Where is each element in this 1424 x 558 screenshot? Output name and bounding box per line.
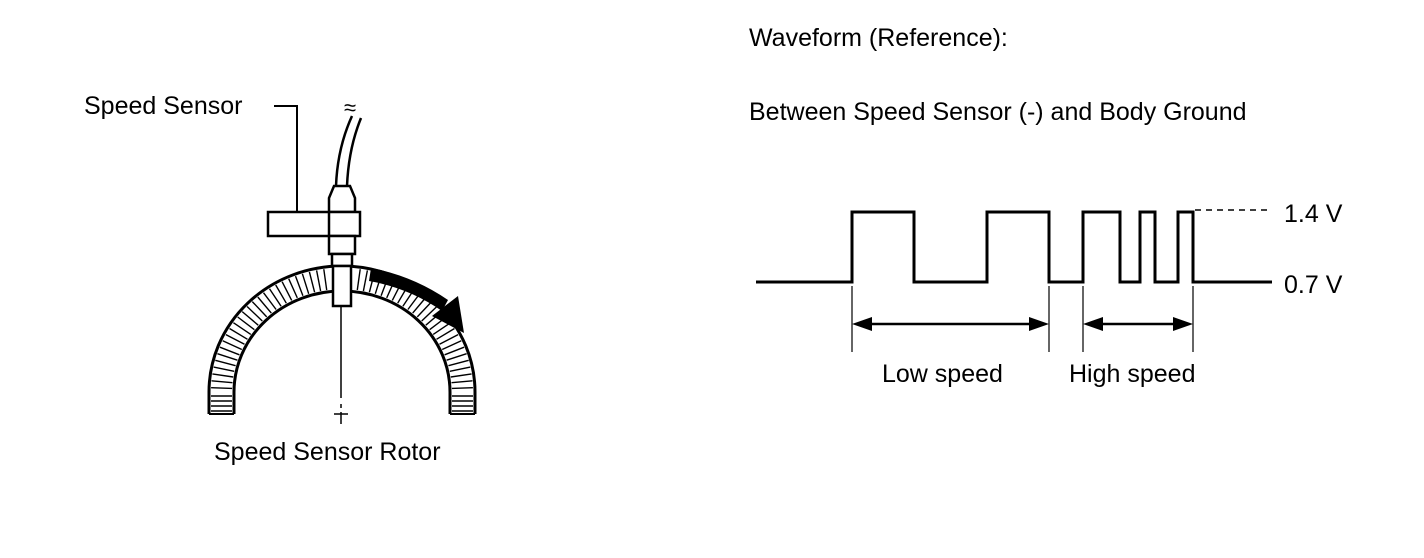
rotor-tooth [444, 346, 465, 356]
rotor-tooth [281, 281, 293, 301]
rotor-tooth [288, 278, 298, 299]
rotor-tooth [211, 380, 233, 384]
rotor-tooth [439, 333, 459, 345]
rotor-tooth [268, 288, 282, 307]
rotor-tooth [432, 322, 451, 335]
rotor-tooth [421, 305, 438, 322]
rotor-tooth [241, 311, 259, 326]
period-extension-lines [851, 286, 1194, 352]
high-speed-label: High speed [1069, 360, 1196, 388]
rotor-tooth [233, 322, 252, 335]
rotor-tooth [219, 346, 240, 356]
cable-break-symbol: ≈ [344, 95, 357, 120]
rotor-tooth [213, 366, 235, 372]
rotor-tooth [451, 380, 473, 384]
rotor-label: Speed Sensor Rotor [214, 438, 441, 466]
rotor-tooth [448, 359, 469, 367]
rotor-tooth [446, 353, 467, 361]
low-speed-span-arrow [852, 317, 1049, 331]
measurement-description: Between Speed Sensor (-) and Body Ground [749, 98, 1247, 126]
rotor-tooth [362, 270, 369, 292]
rotor-tooth [441, 340, 462, 351]
sensor-leader-line [274, 105, 298, 212]
rotor-tooth [275, 284, 287, 304]
rotor-tooth [257, 296, 272, 314]
high-speed-span-arrow [1083, 317, 1193, 331]
rotor-tooth [229, 327, 248, 340]
rotor-tooth [251, 301, 268, 318]
speed-sensor-label: Speed Sensor [84, 92, 243, 120]
rotor-tooth [222, 340, 243, 351]
rotor-tooth [315, 270, 322, 292]
rotor-tooth [212, 373, 234, 378]
rotor-tooth [308, 271, 316, 293]
rotor-tooth [301, 273, 310, 295]
rotor-tooth [217, 353, 238, 361]
rotor-tooth [416, 301, 433, 318]
rotor-tooth [356, 269, 361, 291]
rotor-tooth [237, 316, 255, 331]
rotor-tooth [211, 387, 233, 390]
rotor-tooth [323, 269, 328, 291]
rotor-tooth [450, 373, 472, 378]
rotor-tooth [449, 366, 471, 372]
rotor-tooth [246, 305, 263, 322]
rotation-arrow [369, 268, 464, 333]
high-level-label: 1.4 V [1284, 200, 1343, 228]
speed-sensor-body [266, 115, 363, 308]
rotor-tooth [215, 359, 236, 367]
low-level-label: 0.7 V [1284, 271, 1343, 299]
rotor-tooth [225, 333, 245, 345]
waveform-heading: Waveform (Reference): [749, 24, 1008, 52]
waveform-trace [756, 210, 1272, 284]
rotor-tooth [451, 387, 473, 390]
low-speed-label: Low speed [882, 360, 1003, 388]
rotor-center-line [334, 300, 348, 424]
rotor-tooth [262, 292, 277, 310]
rotor-tooth [294, 275, 304, 296]
rotor-tooth [436, 327, 455, 340]
